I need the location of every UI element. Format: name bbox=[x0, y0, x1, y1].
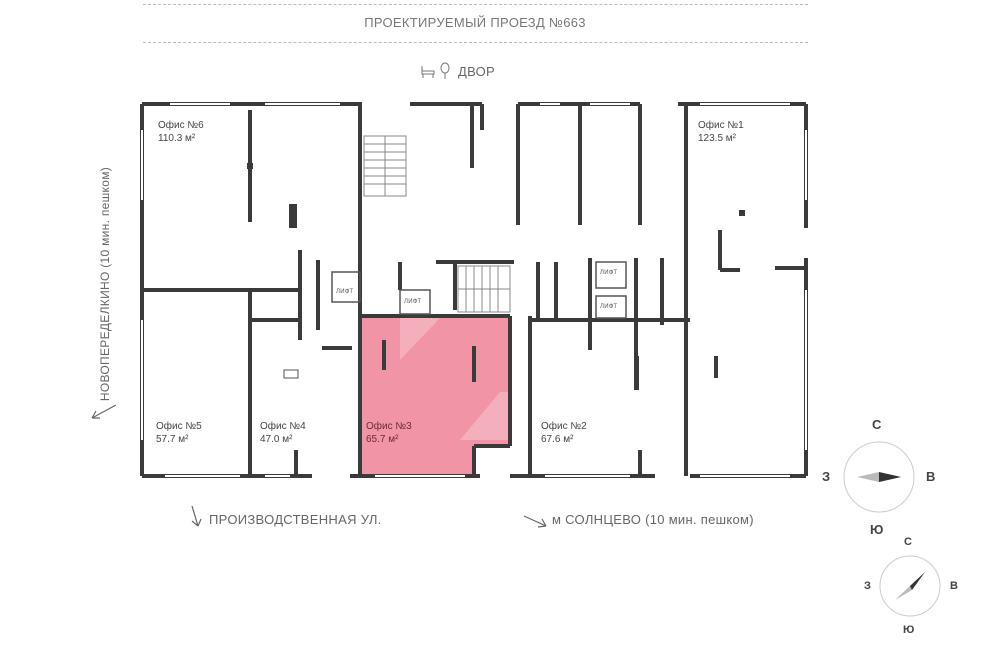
office-6-name: Офис №6 bbox=[158, 120, 204, 131]
compass-large-ring bbox=[843, 441, 915, 513]
office-5-name: Офис №5 bbox=[156, 421, 202, 432]
bench-tree-icon bbox=[421, 62, 450, 79]
lift-label-2: ЛИФТ bbox=[404, 299, 422, 305]
windows bbox=[141, 103, 807, 477]
office-1[interactable]: Офис №1 123.5 м² bbox=[698, 119, 744, 145]
lift-label-3: ЛИФТ bbox=[600, 270, 618, 276]
office-3-name: Офис №3 bbox=[366, 421, 412, 432]
office-3-area: 65.7 м² bbox=[366, 434, 399, 445]
compass-small-ring bbox=[879, 555, 941, 617]
compass-large-north: С bbox=[872, 417, 882, 432]
office-1-name: Офис №1 bbox=[698, 120, 744, 131]
office-2-name: Офис №2 bbox=[541, 421, 587, 432]
office-5[interactable]: Офис №5 57.7 м² bbox=[156, 420, 202, 446]
top-dashed-line-2 bbox=[143, 42, 808, 43]
column-outline bbox=[283, 369, 299, 379]
compass-small-south: Ю bbox=[903, 624, 915, 636]
staircase-top bbox=[363, 135, 407, 197]
office-2-area: 67.6 м² bbox=[541, 434, 574, 445]
office-6-area: 110.3 м² bbox=[158, 133, 196, 144]
arrows bbox=[91, 404, 547, 528]
left-street-label: НОВОПЕРЕДЕЛКИНО (10 мин. пешком) bbox=[98, 166, 112, 402]
compass-large-south: Ю bbox=[870, 522, 884, 537]
compass-small-east: В bbox=[950, 580, 959, 592]
office-4-name: Офис №4 bbox=[260, 421, 306, 432]
columns bbox=[247, 163, 745, 390]
top-dashed-line-1 bbox=[143, 4, 808, 5]
office-5-area: 57.7 м² bbox=[156, 434, 189, 445]
office-6[interactable]: Офис №6 110.3 м² bbox=[158, 119, 204, 145]
office-1-area: 123.5 м² bbox=[698, 133, 737, 144]
compass-small-west: З bbox=[864, 580, 872, 592]
office-4-area: 47.0 м² bbox=[260, 434, 293, 445]
lifts bbox=[331, 261, 627, 319]
compass-large-east: В bbox=[926, 469, 936, 484]
office-2[interactable]: Офис №2 67.6 м² bbox=[541, 420, 587, 446]
yard-label: ДВОР bbox=[420, 62, 495, 80]
compass-small-north: С bbox=[904, 536, 913, 548]
compass-large-west: З bbox=[822, 469, 831, 484]
bottom-street-left-label: ПРОИЗВОДСТВЕННАЯ УЛ. bbox=[209, 512, 382, 527]
staircase-center bbox=[457, 265, 511, 313]
lift-label-4: ЛИФТ bbox=[600, 304, 618, 310]
bottom-street-right-label: м СОЛНЦЕВО (10 мин. пешком) bbox=[552, 512, 754, 527]
yard-text: ДВОР bbox=[458, 63, 496, 79]
office-4[interactable]: Офис №4 47.0 м² bbox=[260, 420, 306, 446]
top-street-label: ПРОЕКТИРУЕМЫЙ ПРОЕЗД №663 bbox=[364, 15, 586, 30]
lift-label-1: ЛИФТ bbox=[336, 289, 354, 295]
office-3[interactable]: Офис №3 65.7 м² bbox=[366, 420, 412, 446]
